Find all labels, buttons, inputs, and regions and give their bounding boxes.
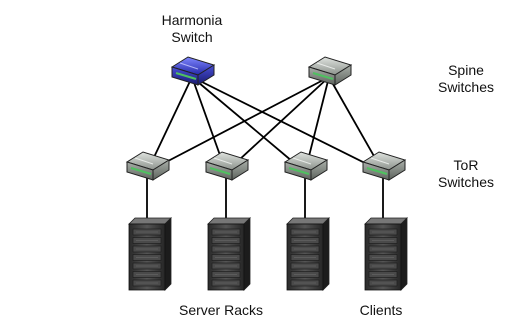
link-harmonia-switch-to-tor-switch-3 [191, 76, 306, 173]
link-spine-switch-2-to-tor-switch-2 [225, 76, 330, 173]
tor-switch-3 [283, 151, 329, 181]
tor-label-line2: Switches [437, 174, 495, 190]
spine-switches-label: Spine Switches [436, 62, 496, 96]
links-layer [146, 76, 384, 255]
spine-label-line1: Spine [448, 62, 484, 78]
harmonia-switch-label: Harmonia Switch [152, 12, 232, 46]
spine-label-line2: Switches [437, 79, 495, 95]
tor-switch-1 [125, 151, 171, 181]
racks-layer [128, 217, 408, 291]
tor-switch-4 [361, 151, 407, 181]
tor-label-line1: ToR [453, 157, 479, 173]
harmonia-label-line2: Switch [171, 29, 213, 45]
server-rack-2 [207, 217, 251, 291]
client-rack [364, 217, 408, 291]
spine-switch-2 [307, 56, 353, 86]
link-spine-switch-2-to-tor-switch-1 [146, 76, 330, 173]
server-rack-3 [286, 217, 330, 291]
tor-switches-label: ToR Switches [436, 157, 496, 191]
server-rack-1 [128, 217, 172, 291]
link-harmonia-switch-to-tor-switch-4 [191, 76, 384, 173]
clients-label: Clients [359, 302, 403, 318]
switches-layer [125, 56, 407, 181]
harmonia-switch [170, 56, 216, 86]
harmonia-label-line1: Harmonia [161, 12, 223, 28]
server-racks-label: Server Racks [178, 302, 264, 318]
tor-switch-2 [204, 151, 250, 181]
